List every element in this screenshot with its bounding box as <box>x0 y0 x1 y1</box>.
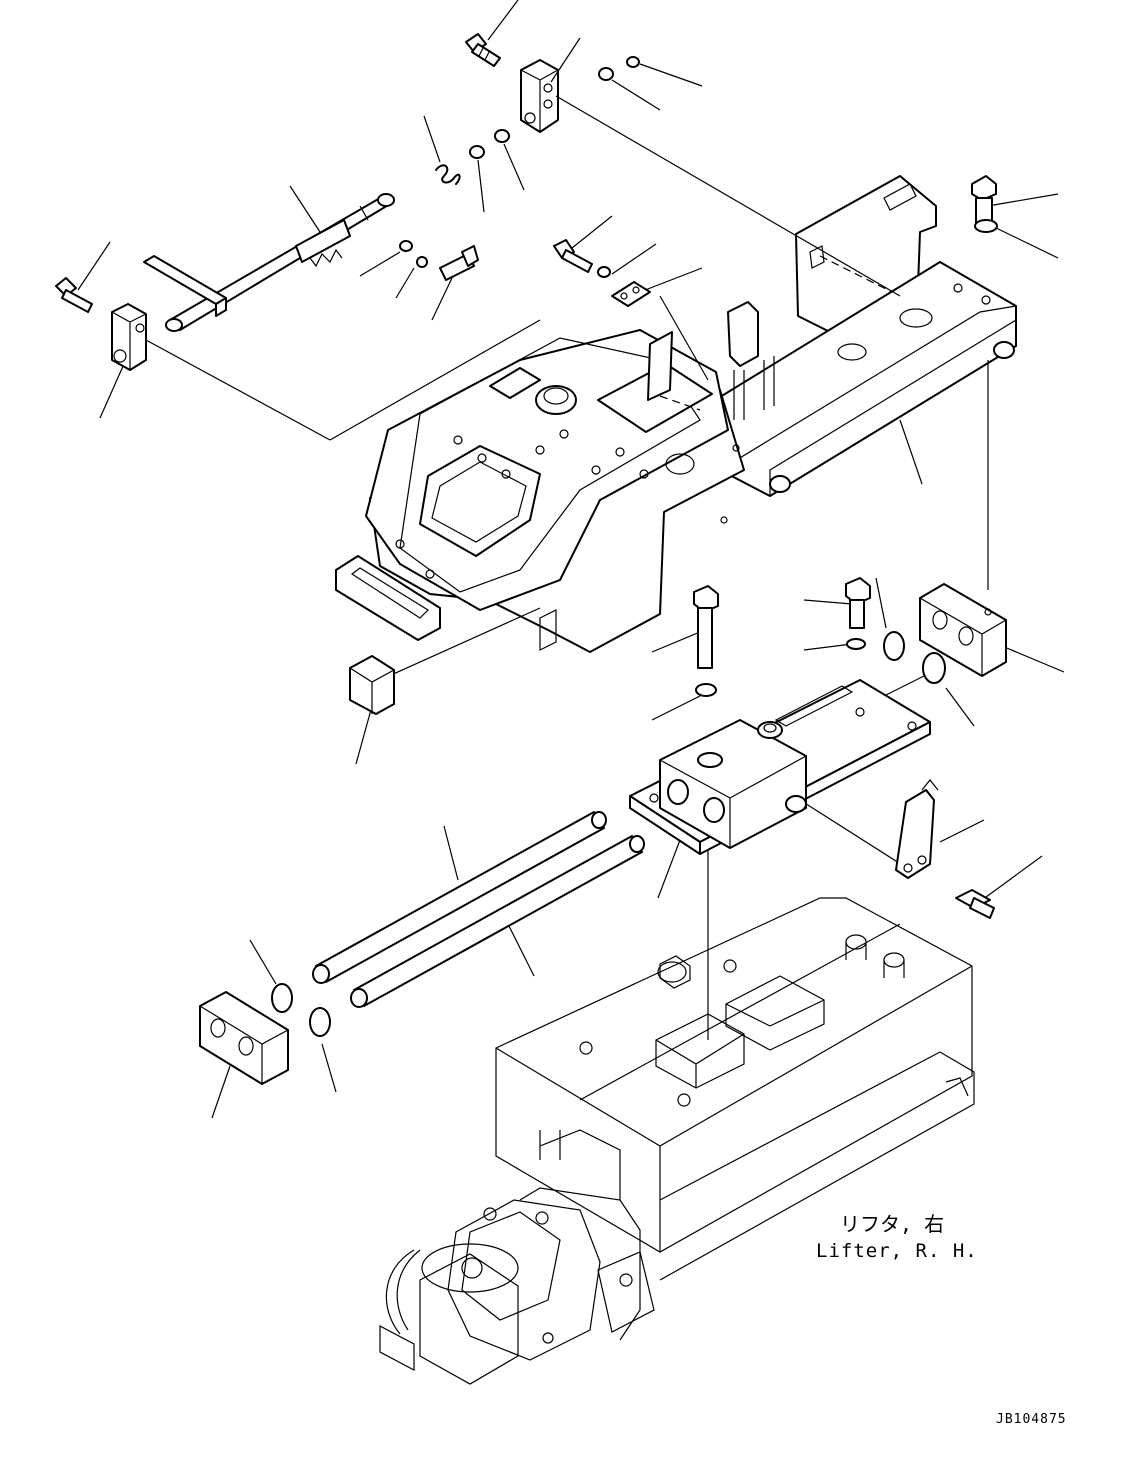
washer <box>469 145 485 159</box>
washer <box>626 56 640 68</box>
caption-english: Lifter, R. H. <box>816 1240 978 1262</box>
small-bracket <box>895 779 939 879</box>
o-ring <box>271 983 293 1013</box>
lever-shaft <box>143 193 395 332</box>
o-ring <box>922 652 946 684</box>
washer <box>416 256 428 268</box>
washer <box>695 683 717 697</box>
left-block <box>111 303 147 371</box>
left-lower-block <box>199 991 289 1085</box>
document-id: JB104875 <box>996 1412 1067 1427</box>
motor <box>379 1129 655 1385</box>
right-block <box>919 583 1007 677</box>
console-housing <box>335 329 745 653</box>
rods <box>312 811 645 1008</box>
switch-bracket <box>727 301 775 420</box>
spring <box>435 164 461 185</box>
left-bolt <box>55 277 93 313</box>
bolt-right-1 <box>845 577 871 629</box>
washer <box>846 638 866 650</box>
washer <box>597 266 611 278</box>
washer <box>494 129 510 143</box>
long-bolt <box>693 585 719 669</box>
caption-japanese: リフタ, 右 <box>840 1212 944 1236</box>
bolt-bracket <box>955 889 995 919</box>
valve-block <box>659 719 807 849</box>
right-bolt-top <box>971 175 997 229</box>
o-ring <box>883 631 905 661</box>
washer <box>598 67 614 81</box>
cap <box>349 655 395 715</box>
washer <box>399 240 413 252</box>
top-block <box>520 59 559 133</box>
plate <box>611 281 651 307</box>
top-bolt <box>465 33 501 67</box>
lifter-housing <box>495 897 975 1281</box>
bolt-mid <box>553 239 593 273</box>
small-bolt <box>439 245 479 281</box>
leader-lines <box>77 0 1065 1119</box>
washer <box>974 219 998 233</box>
o-ring <box>309 1007 331 1037</box>
